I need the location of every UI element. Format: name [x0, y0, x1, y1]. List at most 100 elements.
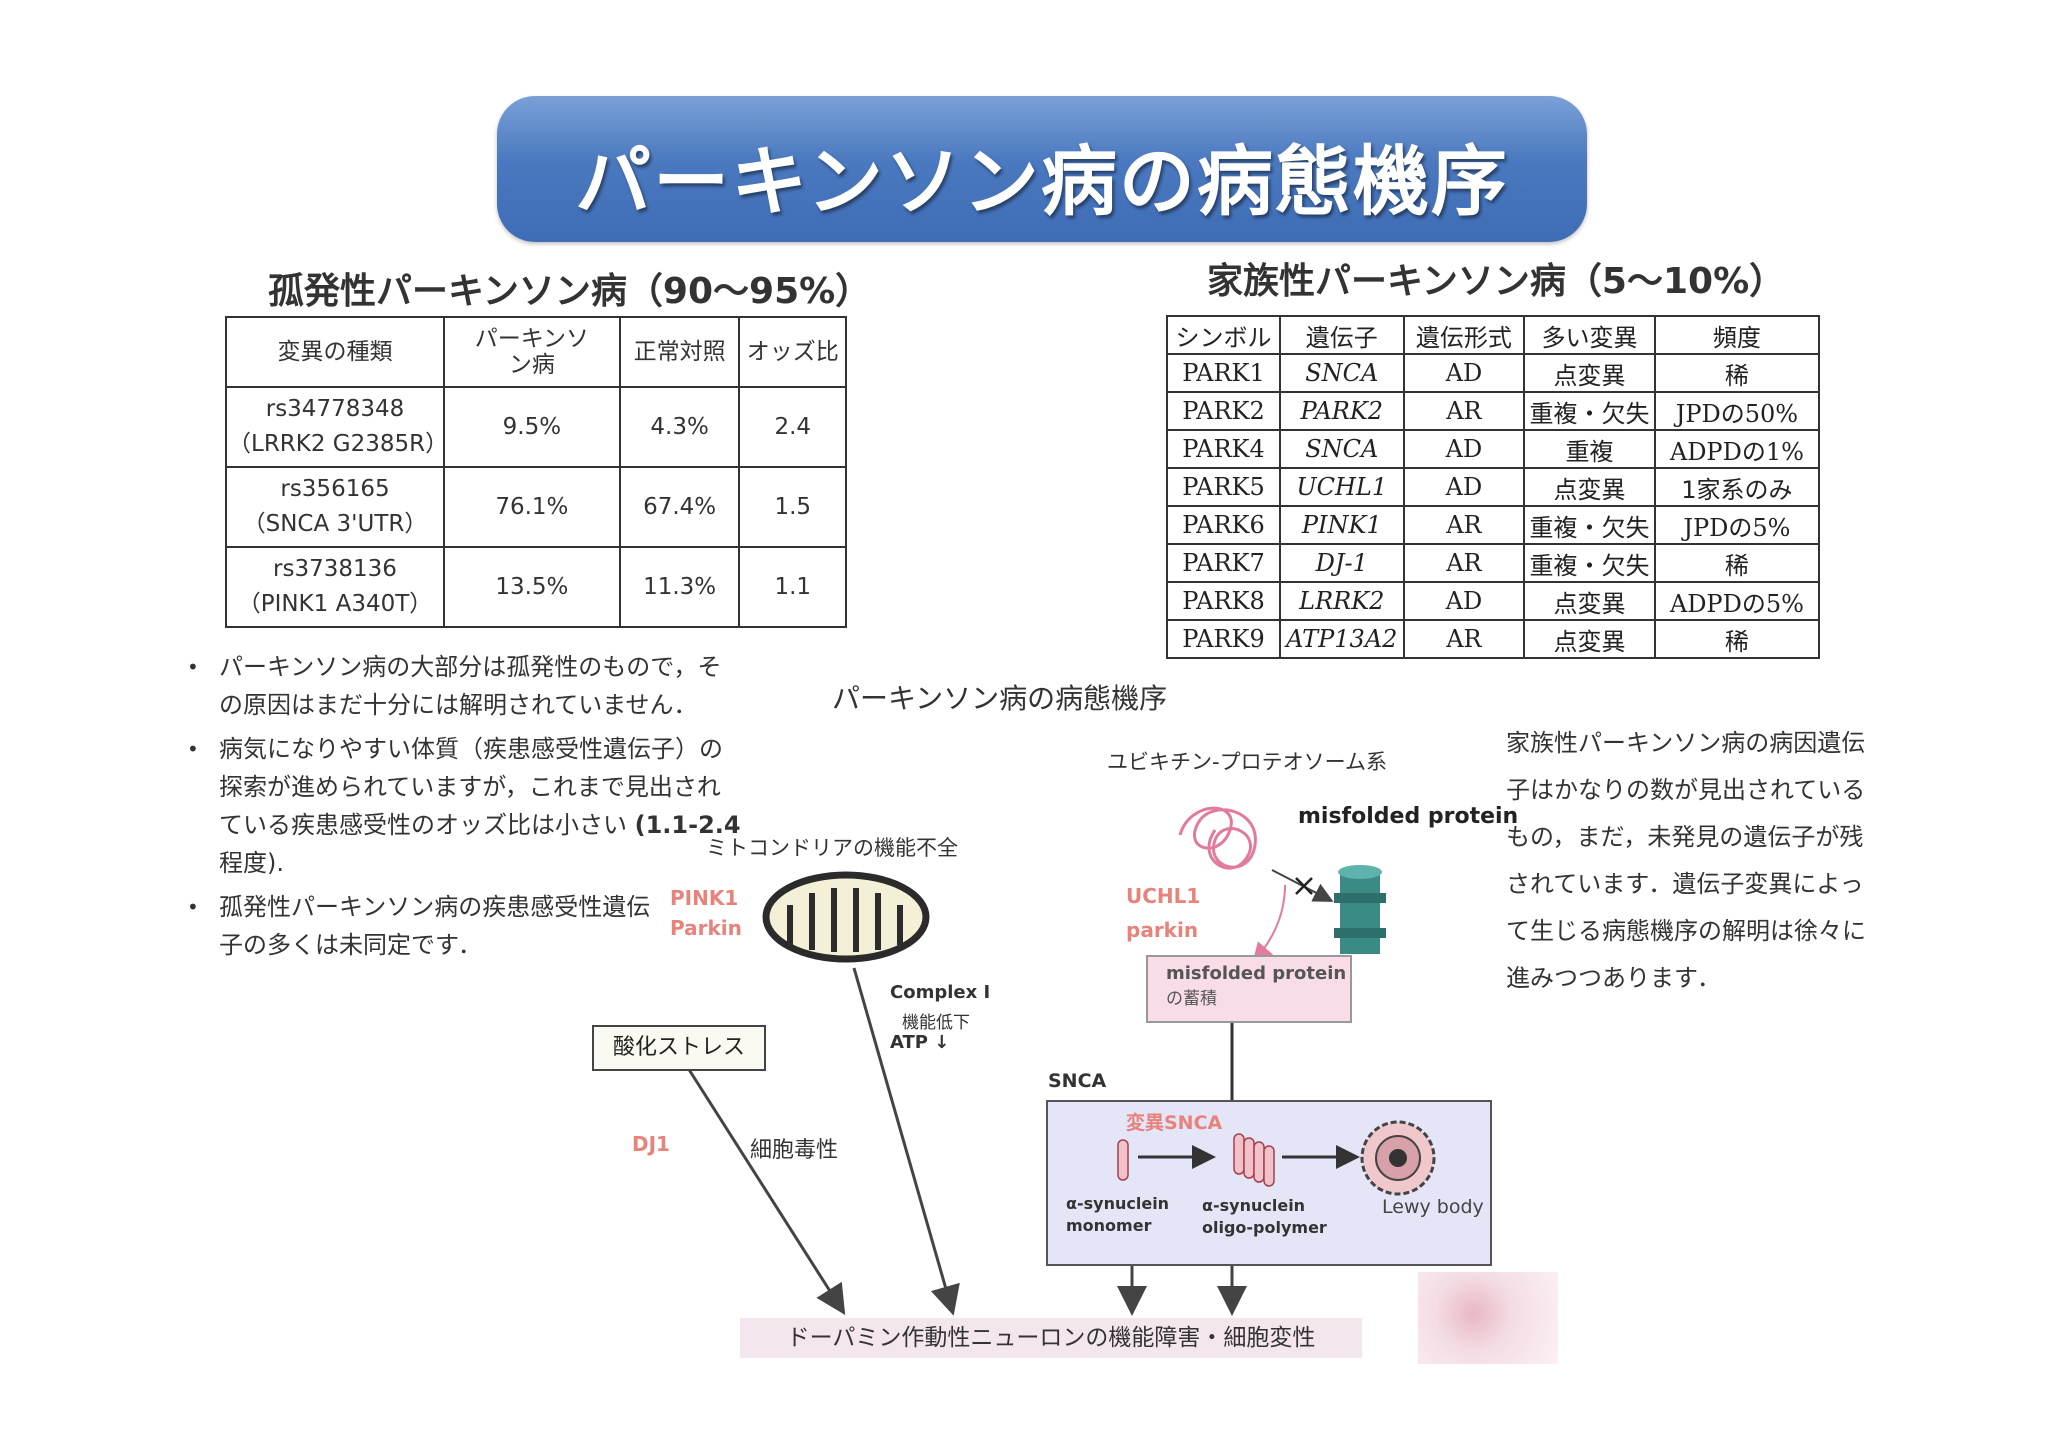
variant-sub: （SNCA 3'UTR）	[242, 511, 428, 537]
complex-label: Complex I	[890, 982, 991, 1003]
lewy-body-label: Lewy body	[1382, 1196, 1484, 1218]
monomer-icon	[1117, 1139, 1129, 1181]
proteasome-icon	[1334, 865, 1386, 954]
frequency-cell: JPDの50%	[1653, 391, 1821, 431]
table-row: rs356165（SNCA 3'UTR） 76.1% 67.4% 1.5	[225, 466, 847, 548]
snca-label: SNCA	[1048, 1070, 1107, 1092]
bullet-item: • パーキンソン病の大部分は孤発性のもので，その原因はまだ十分には解明されていませ…	[183, 648, 743, 724]
oligomer-icon	[1233, 1133, 1275, 1187]
mode-cell: AR	[1402, 619, 1526, 659]
familial-heading: 家族性パーキンソン病（5～10%）	[1207, 261, 1786, 302]
mutation-cell: 重複・欠失	[1523, 391, 1656, 431]
accumulation-text-2: の蓄積	[1166, 989, 1217, 1009]
table-header: 遺伝子	[1278, 315, 1405, 355]
mutation-cell: 重複	[1523, 429, 1656, 469]
sporadic-heading: 孤発性パーキンソン病（90～95%）	[268, 271, 872, 312]
cytotox-label: 細胞毒性	[750, 1138, 839, 1163]
aggregation-pathway	[1117, 1120, 1436, 1196]
gene-cell: PARK2	[1278, 391, 1405, 431]
table-header: パーキンソン病	[442, 316, 621, 388]
mutant-snca-label: 変異SNCA	[1126, 1112, 1223, 1134]
table-header: シンボル	[1166, 315, 1281, 355]
snca-box: 変異SNCA α-synuclein monomer α-synuclein o…	[1046, 1100, 1492, 1266]
bullet-marker: •	[187, 737, 199, 761]
symbol-cell: PARK9	[1166, 619, 1281, 659]
bullet-marker: •	[187, 655, 199, 679]
symbol-cell: PARK5	[1166, 467, 1281, 507]
dj1-label: DJ1	[632, 1132, 670, 1156]
bullet-text: パーキンソン病の大部分は孤発性のもので，その原因はまだ十分には解明されていません…	[219, 653, 722, 719]
bullet-text: 病気になりやすい体質（疾患感受性遺伝子）の探索が進められていますが，これまで見出…	[219, 735, 723, 839]
variant-cell: rs34778348 （LRRK2 G2385R）	[225, 386, 449, 468]
mode-cell: AD	[1402, 353, 1526, 393]
mode-cell: AD	[1402, 429, 1526, 469]
frequency-cell: 稀	[1653, 619, 1821, 659]
mutation-cell: 重複・欠失	[1523, 543, 1656, 583]
table-header: 遺伝形式	[1402, 315, 1526, 355]
table-header-row: 変異の種類 パーキンソン病 正常対照 オッズ比	[225, 316, 847, 388]
gene-cell: DJ-1	[1278, 543, 1405, 583]
mode-cell: AR	[1402, 543, 1526, 583]
bullet-item: • 病気になりやすい体質（疾患感受性遺伝子）の探索が進められていますが，これまで見…	[183, 730, 743, 882]
bullet-marker: •	[187, 895, 199, 919]
frequency-cell: JPDの5%	[1653, 505, 1821, 545]
parkin-ups-label: parkin	[1126, 918, 1199, 942]
table-header: オッズ比	[738, 316, 847, 388]
mode-cell: AR	[1402, 505, 1526, 545]
frequency-cell: ADPDの1%	[1653, 429, 1821, 469]
accumulation-arrow	[1252, 884, 1286, 964]
variant-id: rs34778348	[265, 396, 405, 422]
control-cell: 4.3%	[618, 386, 741, 468]
mode-cell: AD	[1402, 467, 1526, 507]
mutation-cell: 点変異	[1523, 581, 1656, 621]
variant-id: rs356165	[280, 476, 390, 502]
pd-cell: 13.5%	[442, 546, 621, 628]
variant-id: rs3738136	[273, 556, 397, 582]
table-header-row: シンボル 遺伝子 遺伝形式 多い変異 頻度	[1166, 315, 1821, 355]
bullet-text-end: 程度).	[219, 849, 284, 877]
misfolded-label: misfolded protein	[1298, 804, 1519, 829]
title-banner	[497, 96, 1587, 242]
lewy-body-icon	[1360, 1120, 1436, 1196]
gene-cell: SNCA	[1278, 353, 1405, 393]
variant-cell: rs3738136 （PINK1 A340T）	[225, 546, 445, 628]
odds-cell: 2.4	[738, 386, 847, 468]
table-header: 変異の種類	[225, 316, 445, 388]
symbol-cell: PARK8	[1166, 581, 1281, 621]
symbol-cell: PARK6	[1166, 505, 1281, 545]
parkin-label: Parkin	[670, 916, 742, 940]
sporadic-table: 変異の種類 パーキンソン病 正常対照 オッズ比 rs34778348 （LRRK2…	[225, 316, 847, 628]
accumulation-box: misfolded protein の蓄積	[1146, 955, 1352, 1023]
monomer-label: α-synuclein	[1066, 1194, 1170, 1213]
mode-cell: AR	[1402, 391, 1526, 431]
odds-cell: 1.5	[738, 466, 847, 548]
bullet-item: •孤発性パーキンソン病の疾患感受性遺伝子の多くは未同定です．	[183, 888, 669, 964]
variant-sub: （LRRK2 G2385R）	[228, 431, 449, 457]
mutation-cell: 点変異	[1523, 467, 1656, 507]
symbol-cell: PARK7	[1166, 543, 1281, 583]
table-row: rs34778348（LRRK2 G2385R） 9.5% 4.3% 2.4	[225, 386, 847, 468]
complex-label-2: 機能低下	[902, 1013, 970, 1033]
frequency-cell: 1家系のみ	[1653, 467, 1821, 507]
blocked-arrow	[1271, 869, 1334, 902]
accumulation-text: misfolded protein	[1166, 963, 1347, 984]
ups-label: ユビキチン-プロテオソーム系	[1107, 750, 1387, 774]
variant-sub: （PINK1 A340T）	[237, 591, 433, 617]
oligomer-label: α-synuclein	[1202, 1196, 1306, 1215]
gene-cell: LRRK2	[1278, 581, 1405, 621]
mito-arrow	[852, 967, 960, 1316]
table-row: rs3738136（PINK1 A340T） 13.5% 11.3% 1.1	[225, 546, 847, 628]
oligomer-label-2: oligo-polymer	[1202, 1218, 1327, 1237]
header-pd: パーキンソン病	[474, 326, 590, 378]
control-cell: 67.4%	[618, 466, 741, 548]
misfolded-protein-icon	[1178, 806, 1257, 870]
mitochondria-icon	[762, 871, 930, 963]
bullet-list: • パーキンソン病の大部分は孤発性のもので，その原因はまだ十分には解明されていませ…	[183, 648, 743, 966]
